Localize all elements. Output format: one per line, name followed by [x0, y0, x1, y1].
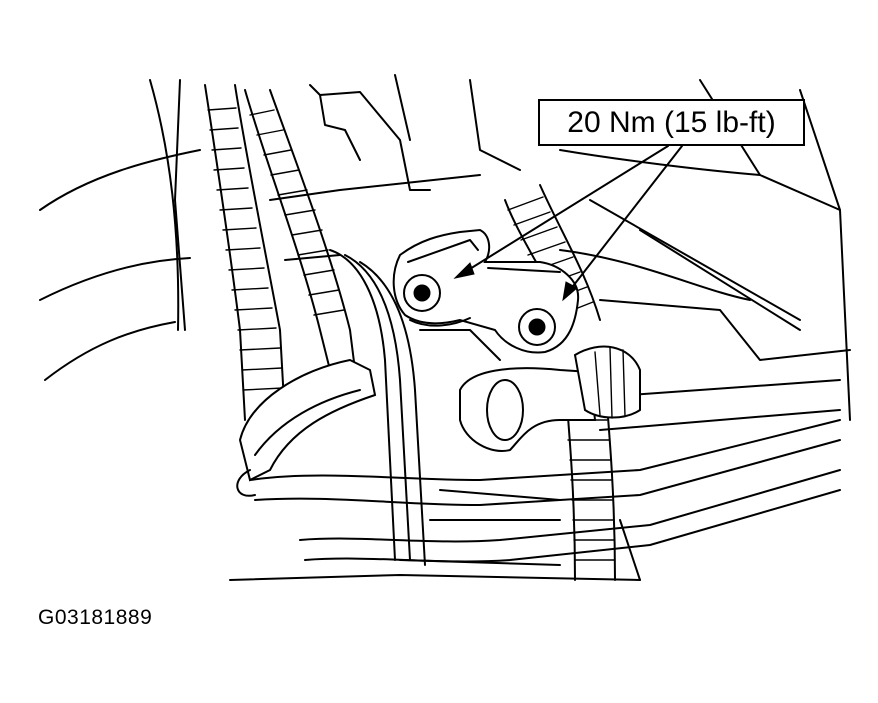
- torque-callout: 20 Nm (15 lb-ft): [538, 99, 805, 146]
- bolt-icon: [403, 274, 556, 346]
- fuel-lines: [229, 379, 841, 581]
- hose-fitting: [459, 345, 641, 452]
- corrugated-wire-harness: [204, 84, 377, 497]
- torque-leader-lines: [453, 145, 683, 302]
- engine-background-lines: [39, 74, 851, 566]
- figure-code: G03181889: [38, 606, 153, 629]
